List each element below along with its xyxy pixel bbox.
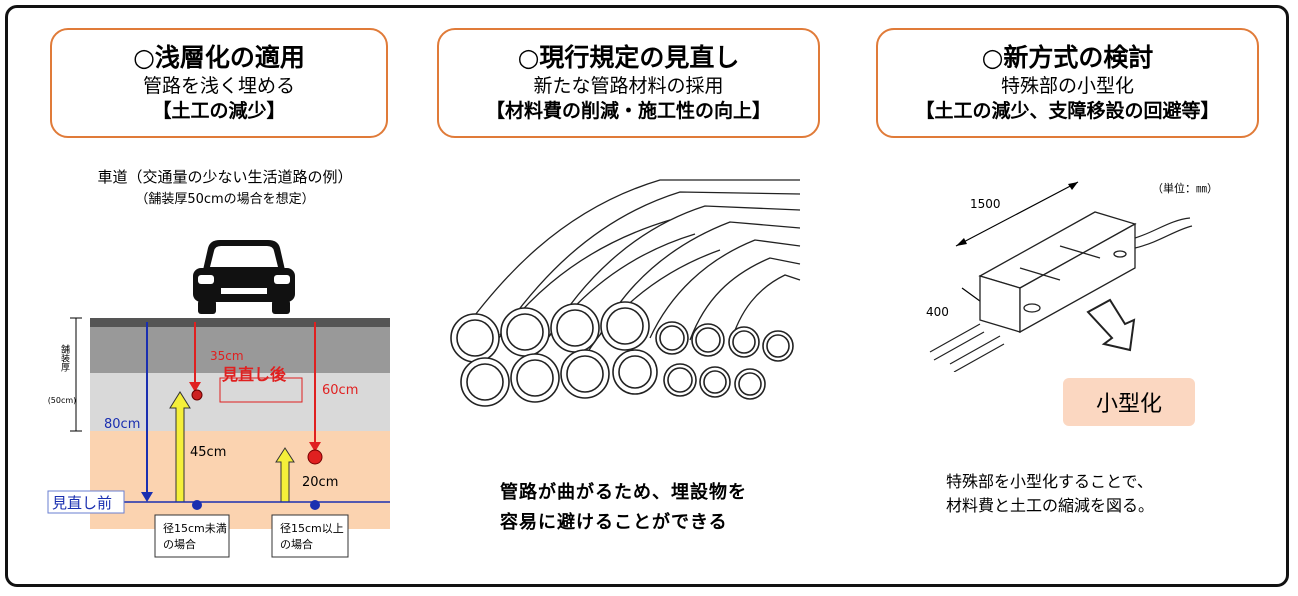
note-left-1: 径15cm未満 [163,522,227,535]
header-subtitle: 新たな管路材料の採用 [533,75,724,97]
note-left-2: の場合 [163,537,196,551]
note-right-1: 径15cm以上 [280,522,344,535]
unit-label: （単位：㎜） [1152,181,1218,195]
header-note: 【土工の減少】 [152,100,286,122]
panel3-body-1: 特殊部を小型化することで、 [946,472,1153,491]
road-caption: 車道（交通量の少ない生活道路の例） [97,168,353,186]
label-20cm: 20cm [302,475,338,490]
note-right-2: の場合 [280,537,313,551]
panel3-body-2: 材料費と土工の縮減を図る。 [946,496,1155,515]
label-60cm: 60cm [322,383,358,398]
label-35cm: 35cm [210,349,244,363]
label-before: 見直し前 [52,494,112,512]
label-80cm: 80cm [104,417,140,432]
header-subtitle: 特殊部の小型化 [1000,75,1134,97]
flexible-pipes-illustration [450,179,801,407]
soil-layer [90,431,390,529]
road-subcaption: （舗装厚50cmの場合を想定） [135,192,315,207]
dim-1500: 1500 [970,197,1001,211]
header-note: 【土工の減少、支障移設の回避等】 [915,100,1220,122]
dim-400: 400 [926,305,949,319]
panel2-body-1: 管路が曲がるため、埋設物を [500,482,747,503]
depth-diagram: 舗装厚 (50cm) 80cm 35cm 見直し後 60cm 45cm 20cm… [47,240,390,558]
header-title: ○新方式の検討 [981,43,1154,72]
header-box-shallow: ○浅層化の適用 管路を浅く埋める 【土工の減少】 [50,28,388,138]
header-subtitle: 管路を浅く埋める [142,75,295,97]
compact-badge: 小型化 [1063,378,1195,426]
header-box-new-method: ○新方式の検討 特殊部の小型化 【土工の減少、支障移設の回避等】 [876,28,1259,138]
pavement-layer [90,327,390,373]
pave-sub-label: (50cm) [48,396,77,405]
header-title: ○現行規定の見直し [517,43,740,72]
outer-frame [5,5,1289,587]
pave-label: 舗装厚 [59,343,70,372]
road-surface [90,318,390,327]
label-after: 見直し後 [221,365,287,384]
header-note: 【材料費の削減・施工性の向上】 [485,100,771,122]
header-box-review: ○現行規定の見直し 新たな管路材料の採用 【材料費の削減・施工性の向上】 [437,28,820,138]
compact-box-illustration: （単位：㎜） 1500 400 [926,181,1218,372]
panel2-body-2: 容易に避けることができる [500,512,728,533]
car-icon [193,240,295,314]
label-45cm: 45cm [190,445,226,460]
header-title: ○浅層化の適用 [133,43,305,72]
